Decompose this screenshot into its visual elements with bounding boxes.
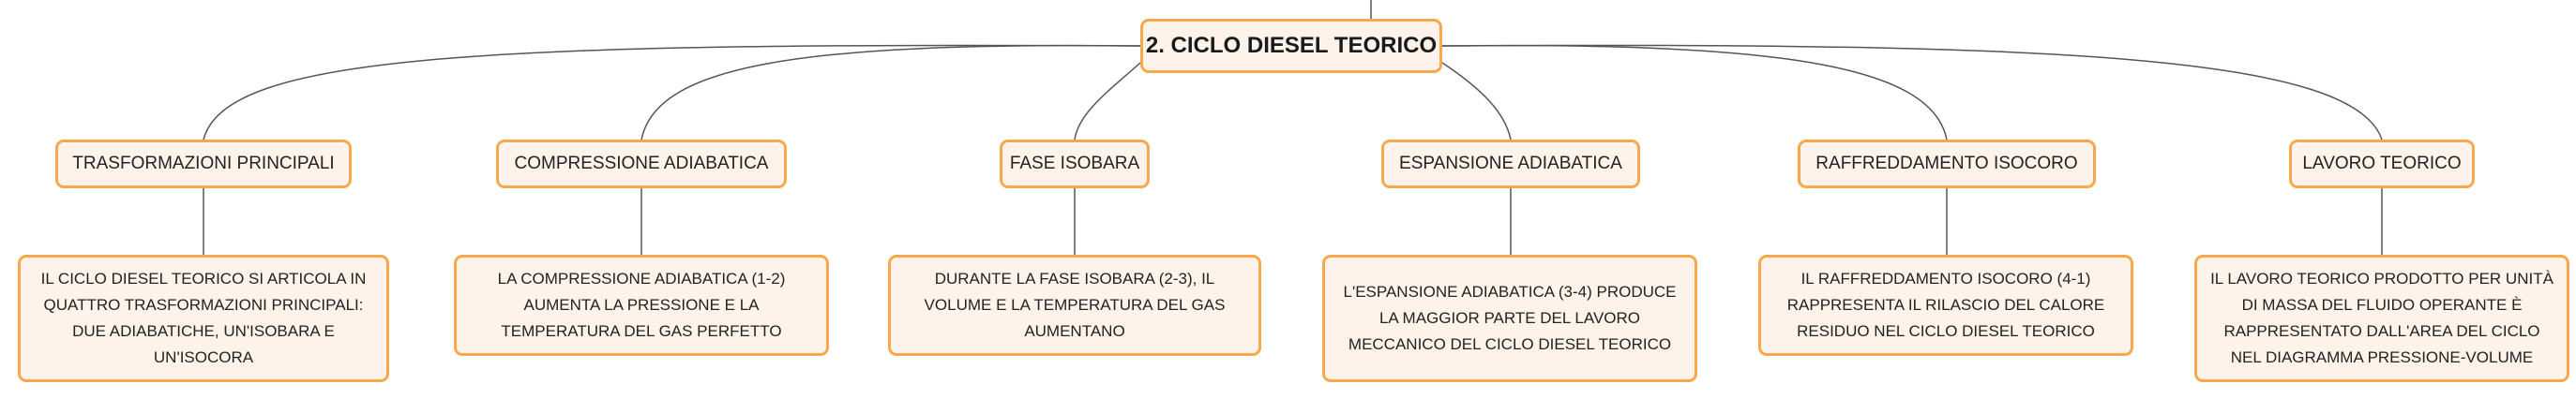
connector-root-compressione bbox=[640, 44, 1141, 140]
connector-root-lavoro bbox=[1441, 44, 2383, 140]
topic-trasformazioni-principali[interactable]: TRASFORMAZIONI PRINCIPALI bbox=[55, 140, 352, 188]
root-node[interactable]: 2. CICLO DIESEL TEORICO bbox=[1140, 19, 1442, 73]
topic-lavoro-teorico[interactable]: LAVORO TEORICO bbox=[2289, 140, 2475, 188]
detail-raffreddamento-isocoro[interactable]: IL RAFFREDDAMENTO ISOCORO (4-1) RAPPRESE… bbox=[1758, 255, 2133, 356]
connector-root-isobara bbox=[1074, 62, 1141, 140]
topic-compressione-adiabatica[interactable]: COMPRESSIONE ADIABATICA bbox=[496, 140, 787, 188]
connector-root-espansione bbox=[1441, 62, 1512, 140]
topic-raffreddamento-isocoro[interactable]: RAFFREDDAMENTO ISOCORO bbox=[1798, 140, 2096, 188]
connector-root-raffreddamento bbox=[1441, 44, 1948, 140]
detail-compressione-adiabatica[interactable]: LA COMPRESSIONE ADIABATICA (1-2) AUMENTA… bbox=[454, 255, 829, 356]
detail-fase-isobara[interactable]: DURANTE LA FASE ISOBARA (2-3), IL VOLUME… bbox=[888, 255, 1261, 356]
topic-fase-isobara[interactable]: FASE ISOBARA bbox=[1000, 140, 1150, 188]
detail-espansione-adiabatica[interactable]: L'ESPANSIONE ADIABATICA (3-4) PRODUCE LA… bbox=[1322, 255, 1697, 382]
detail-lavoro-teorico[interactable]: IL LAVORO TEORICO PRODOTTO PER UNITÀ DI … bbox=[2194, 255, 2569, 382]
detail-trasformazioni-principali[interactable]: IL CICLO DIESEL TEORICO SI ARTICOLA IN Q… bbox=[18, 255, 389, 382]
connector-root-trasformazioni bbox=[203, 44, 1141, 140]
topic-espansione-adiabatica[interactable]: ESPANSIONE ADIABATICA bbox=[1381, 140, 1640, 188]
